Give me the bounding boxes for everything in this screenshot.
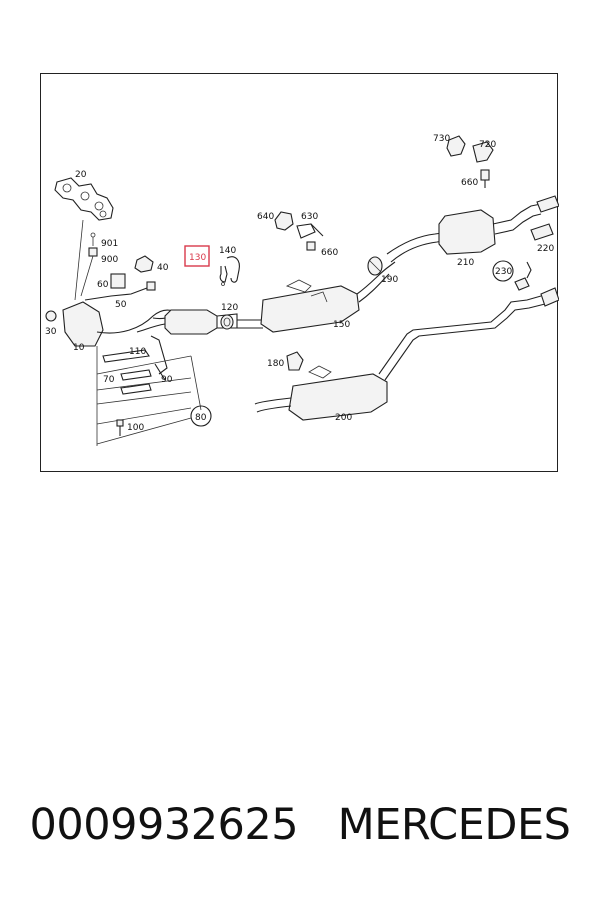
label-10: 10 bbox=[73, 343, 85, 353]
part-730-hanger bbox=[446, 135, 466, 157]
part-40-bracket bbox=[134, 255, 154, 273]
label-200: 200 bbox=[335, 413, 352, 423]
label-110: 110 bbox=[129, 347, 146, 357]
label-150: 150 bbox=[333, 320, 350, 330]
part-150-front-muffler bbox=[260, 279, 360, 333]
part-10-manifold-converter bbox=[62, 301, 182, 347]
part-210-rear-muffler bbox=[438, 203, 542, 255]
part-caption: 0009932625 MERCEDES bbox=[0, 800, 600, 860]
label-640: 640 bbox=[257, 212, 274, 222]
label-30: 30 bbox=[45, 327, 57, 337]
label-220: 220 bbox=[537, 244, 554, 254]
label-140: 140 bbox=[219, 246, 236, 256]
part-20-manifold-gasket bbox=[54, 177, 114, 221]
part-140-clamp bbox=[226, 256, 240, 283]
part-901-900-sensor bbox=[80, 232, 98, 297]
center-pipe bbox=[356, 261, 396, 295]
part-180-hanger bbox=[286, 351, 304, 371]
part-660-bolt-rear bbox=[480, 169, 490, 188]
label-720: 720 bbox=[479, 140, 496, 150]
label-20: 20 bbox=[75, 170, 87, 180]
brand-name: MERCEDES bbox=[337, 800, 571, 850]
part-200-rear-muffler-pipe bbox=[254, 287, 559, 421]
diagram-svg: 20 901 900 40 60 50 30 10 110 70 90 80 1… bbox=[45, 134, 559, 446]
exhaust-system-diagram: 20 901 900 40 60 50 30 10 110 70 90 80 1… bbox=[40, 73, 559, 472]
label-50: 50 bbox=[115, 300, 127, 310]
part-720-hanger bbox=[472, 141, 494, 163]
label-660-front: 660 bbox=[321, 248, 338, 258]
label-190: 190 bbox=[381, 275, 398, 285]
part-120-gasket bbox=[220, 314, 234, 330]
part-190-clamp bbox=[367, 256, 383, 276]
label-60: 60 bbox=[97, 280, 109, 290]
part-30-nut bbox=[45, 310, 57, 322]
label-230: 230 bbox=[495, 267, 512, 277]
part-110-70-90-brackets bbox=[96, 335, 202, 446]
label-70: 70 bbox=[103, 375, 115, 385]
label-40: 40 bbox=[157, 263, 169, 273]
part-660-bolt-front bbox=[306, 241, 316, 251]
part-80-callout bbox=[190, 405, 212, 427]
label-630: 630 bbox=[301, 212, 318, 222]
label-130-highlighted: 130 bbox=[189, 253, 206, 263]
label-730: 730 bbox=[433, 134, 450, 144]
part-220-tailpipe-tip bbox=[530, 195, 559, 241]
part-60-gasket bbox=[110, 273, 126, 289]
label-80: 80 bbox=[195, 413, 207, 423]
label-660-rear: 660 bbox=[461, 178, 478, 188]
part-230-callout bbox=[492, 260, 532, 291]
highlight-box-130 bbox=[184, 245, 210, 267]
part-number: 0009932625 bbox=[29, 800, 299, 850]
label-210: 210 bbox=[457, 258, 474, 268]
part-630-bracket bbox=[296, 223, 324, 239]
part-640-hanger bbox=[274, 211, 294, 231]
label-120: 120 bbox=[221, 303, 238, 313]
label-901: 901 bbox=[101, 239, 118, 249]
part-130-clamp bbox=[219, 265, 228, 286]
part-50-oxygen-sensor bbox=[84, 281, 156, 301]
label-100: 100 bbox=[127, 423, 144, 433]
part-100-bolt bbox=[116, 419, 124, 436]
label-180: 180 bbox=[267, 359, 284, 369]
label-90: 90 bbox=[161, 375, 173, 385]
label-900: 900 bbox=[101, 255, 118, 265]
